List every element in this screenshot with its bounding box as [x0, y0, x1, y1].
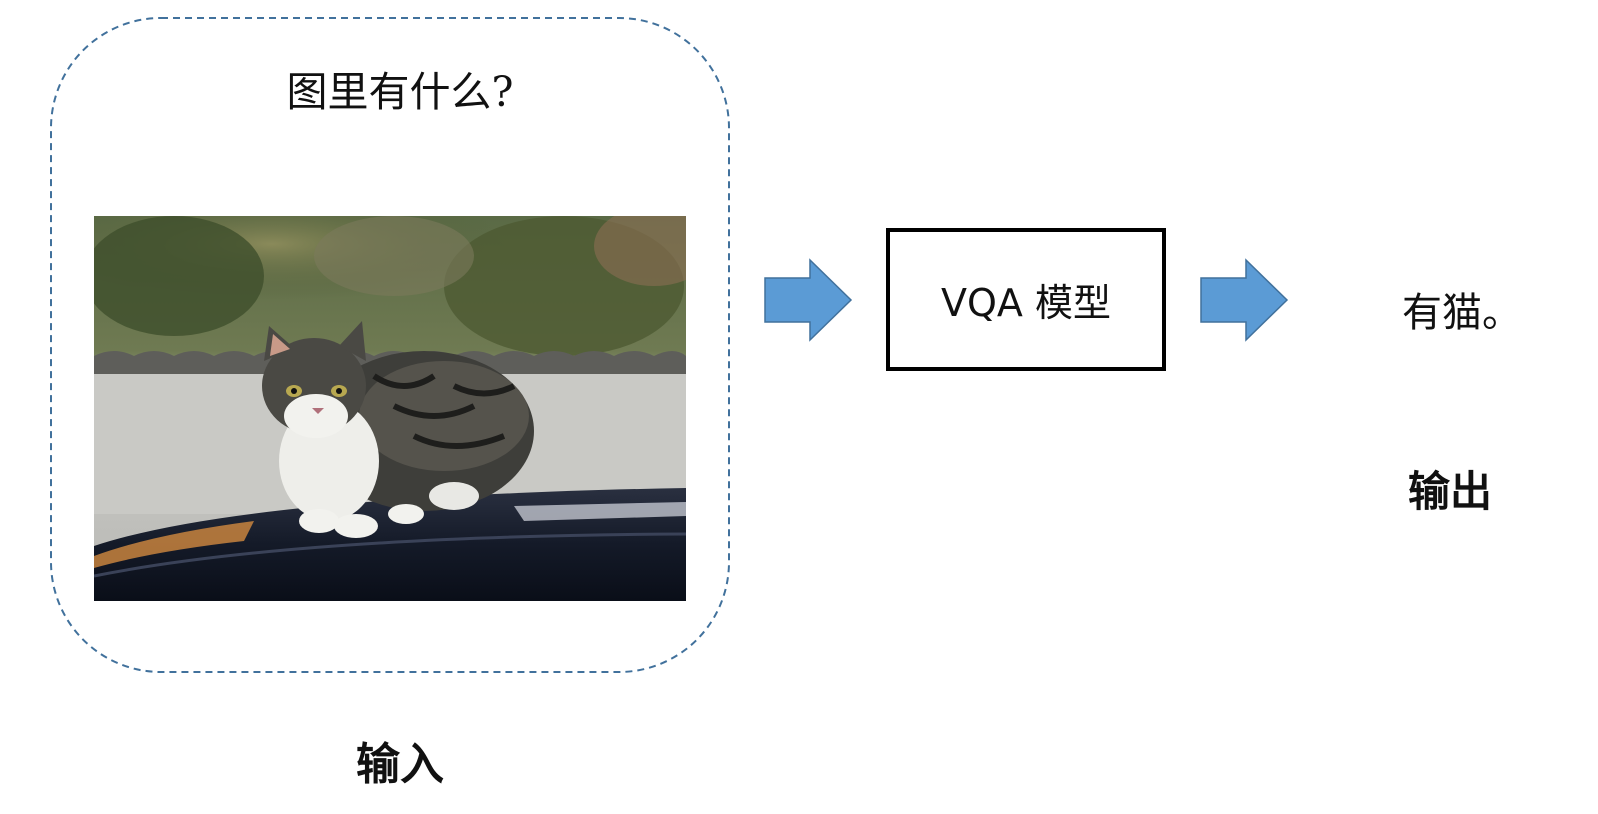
answer-text: 有猫。 [1402, 290, 1522, 336]
right-arrow-icon [764, 258, 853, 342]
cat-photo [94, 216, 686, 601]
question-text: 图里有什么? [286, 68, 514, 116]
vqa-model-box: VQA 模型 [886, 228, 1166, 371]
right-arrow-icon [1200, 258, 1289, 342]
input-label: 输入 [356, 739, 444, 790]
vqa-model-label: VQA 模型 [941, 281, 1111, 325]
output-label: 输出 [1408, 467, 1493, 516]
